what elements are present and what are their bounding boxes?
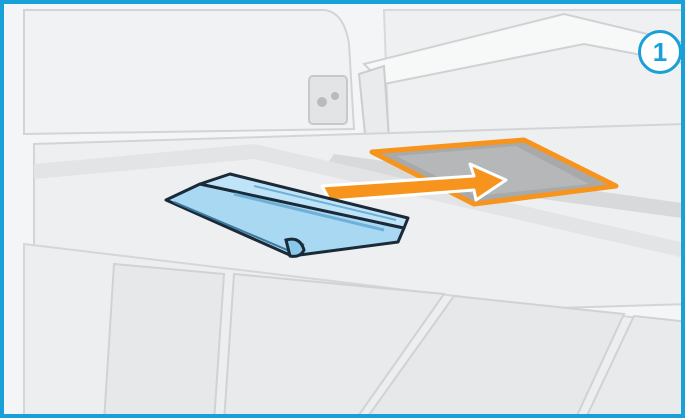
step-number-badge: 1 <box>638 30 682 74</box>
printer-illustration <box>4 4 685 418</box>
port-panel <box>309 76 347 124</box>
step-number: 1 <box>653 39 667 65</box>
port-1 <box>317 97 327 107</box>
lower-panel-1 <box>104 264 224 418</box>
upper-housing <box>24 10 354 134</box>
port-2 <box>331 92 339 100</box>
